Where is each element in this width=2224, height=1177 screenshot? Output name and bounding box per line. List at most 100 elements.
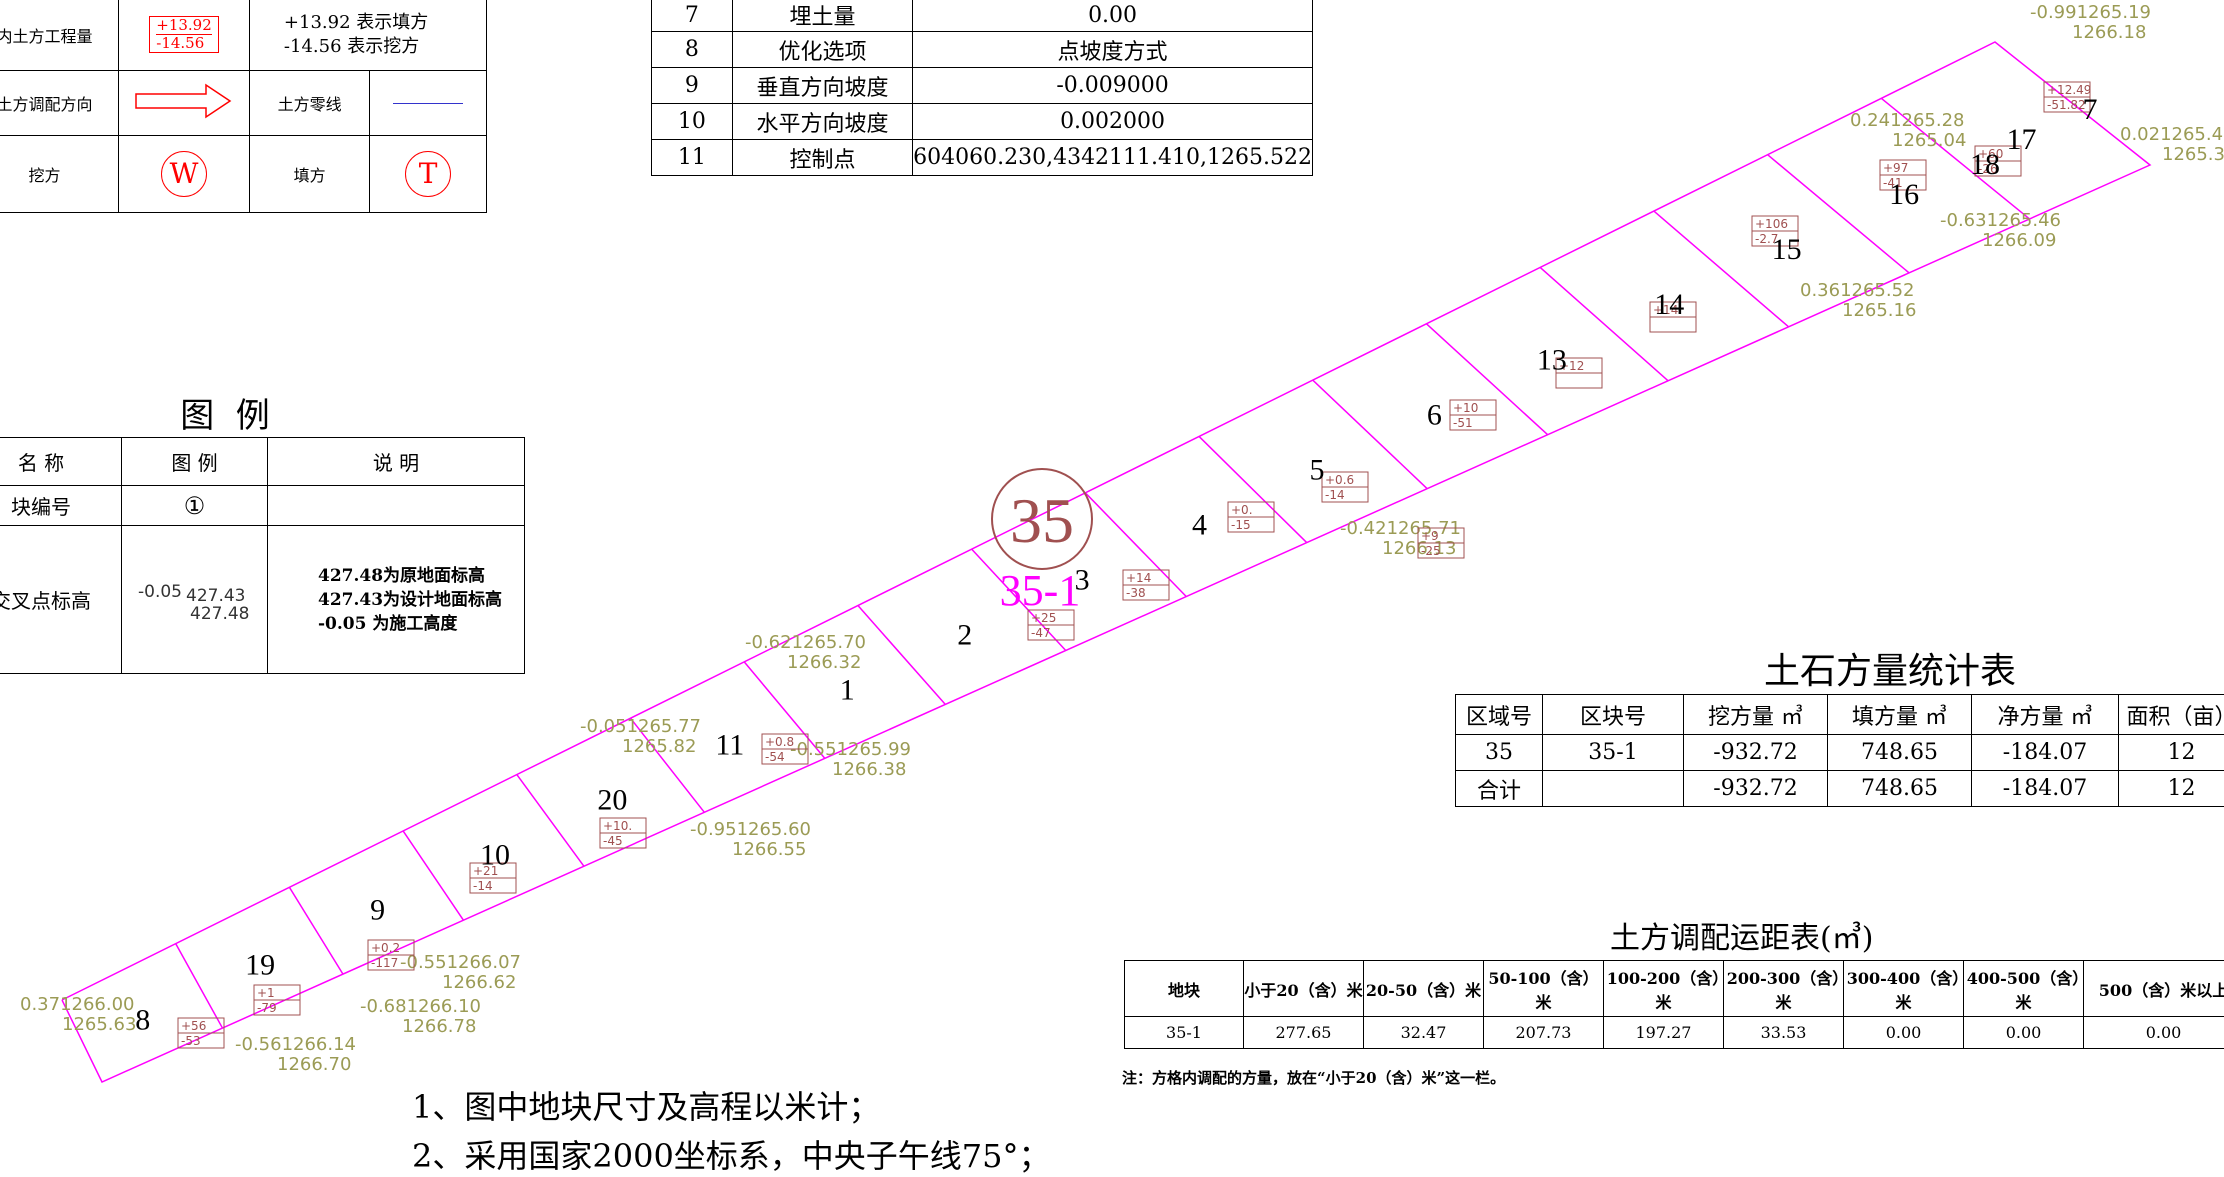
haul-cell: 277.65 [1244, 1017, 1364, 1049]
stats-cell: -932.72 [1684, 771, 1828, 807]
fill-quantity: +56 [181, 1019, 206, 1033]
cell-number: 18 [1970, 148, 2000, 181]
fill-quantity: +14 [1126, 571, 1151, 585]
stats-title: 土石方量统计表 [1764, 642, 2016, 694]
cut-quantity: -47 [1031, 626, 1051, 640]
stats-cell: 12 [2119, 771, 2224, 807]
fill-quantity: +0.2 [371, 941, 400, 955]
stats-table: 区域号 区块号 挖方量 ㎥ 填方量 ㎥ 净方量 ㎥ 面积（亩） 35 35-1 … [1455, 694, 2224, 807]
design-elevation: 1266.09 [1982, 230, 2056, 251]
stats-header: 区域号 [1456, 695, 1543, 735]
construction-height: -0.631265.46 [1940, 210, 2061, 231]
cell-quantity-box: +10-51 [1450, 400, 1496, 430]
haul-header: 200-300（含）米 [1724, 961, 1844, 1017]
cell-number: 14 [1654, 288, 1684, 321]
note-line-2: 2、采用国家2000坐标系，中央子午线75°； [412, 1131, 1051, 1177]
design-elevation: 1266.62 [442, 972, 516, 993]
haul-header: 400-500（含）米 [1964, 961, 2084, 1017]
haul-header: 100-200（含）米 [1604, 961, 1724, 1017]
cell-quantity-box: +10.-45 [600, 818, 646, 848]
stats-header: 挖方量 ㎥ [1684, 695, 1828, 735]
cell-number: 13 [1537, 343, 1567, 376]
grid-divider [176, 944, 223, 1028]
design-elevation: 1265.38 [2162, 144, 2224, 165]
stats-header: 净方量 ㎥ [1972, 695, 2119, 735]
design-elevation: 1266.13 [1382, 538, 1456, 559]
cut-quantity: -51.82 [2047, 98, 2086, 112]
cut-quantity: -38 [1126, 586, 1146, 600]
design-elevation: 1266.70 [277, 1054, 351, 1075]
design-elevation: 1266.18 [2072, 22, 2146, 43]
construction-height: -0.991265.19 [2030, 2, 2151, 23]
grid-divider [517, 775, 584, 867]
haul-header: 500（含）米以上 [2084, 961, 2224, 1017]
grid-divider [1426, 324, 1547, 435]
cell-number: 16 [1889, 178, 1919, 211]
stats-header: 面积（亩） [2119, 695, 2224, 735]
design-elevation: 1265.16 [1842, 300, 1916, 321]
construction-height: 0.241265.28 [1850, 110, 1965, 131]
haul-cell: 197.27 [1604, 1017, 1724, 1049]
stats-cell: 合计 [1456, 771, 1543, 807]
cut-quantity: -54 [765, 750, 785, 764]
fill-quantity: +97 [1883, 161, 1908, 175]
cell-number: 1 [840, 673, 855, 706]
design-elevation: 1266.78 [402, 1016, 476, 1037]
haul-header: 300-400（含）米 [1844, 961, 1964, 1017]
construction-height: 0.021265.40 [2120, 124, 2224, 145]
cell-number: 11 [715, 728, 744, 761]
cut-quantity: -79 [257, 1001, 277, 1015]
region-marker: 35 35-1 [992, 469, 1092, 615]
cut-quantity: -25 [1421, 544, 1441, 558]
fill-quantity: +0. [1231, 503, 1253, 517]
design-elevation: 1265.04 [1892, 130, 1966, 151]
cut-quantity: -14 [473, 879, 493, 893]
cell-quantity-box: +56-53 [178, 1018, 224, 1048]
cell-number: 19 [245, 949, 275, 982]
cell-number: 2 [957, 618, 972, 651]
haul-cell: 32.47 [1364, 1017, 1484, 1049]
stats-cell: 748.65 [1828, 735, 1972, 771]
cell-number: 6 [1427, 398, 1442, 431]
construction-height: -0.551266.07 [400, 952, 521, 973]
stats-cell: -184.07 [1972, 735, 2119, 771]
stats-cell: 12 [2119, 735, 2224, 771]
cell-number: 7 [2083, 93, 2098, 126]
haul-table: 地块 小于20（含）米 20-50（含）米 50-100（含）米 100-200… [1124, 960, 2224, 1049]
grid-divider [289, 887, 343, 974]
cell-quantity-box: +0.6-14 [1322, 472, 1368, 502]
haul-header: 50-100（含）米 [1484, 961, 1604, 1017]
cell-number: 15 [1772, 233, 1802, 266]
cell-quantity-box: +1-79 [254, 985, 300, 1015]
design-elevation: 1265.63 [62, 1014, 136, 1035]
cut-quantity: -15 [1231, 518, 1251, 532]
haul-header: 小于20（含）米 [1244, 961, 1364, 1017]
cut-quantity: -14 [1325, 488, 1345, 502]
stats-cell: 35-1 [1543, 735, 1684, 771]
cell-number: 9 [370, 894, 385, 927]
cut-quantity: -117 [371, 956, 398, 970]
design-elevation: 1266.38 [832, 759, 906, 780]
note-line-1: 1、图中地块尺寸及高程以米计； [412, 1082, 880, 1128]
stats-cell: -932.72 [1684, 735, 1828, 771]
fill-quantity: +0.8 [765, 735, 794, 749]
fill-quantity: +10 [1453, 401, 1478, 415]
cell-quantity-box: +0.-15 [1228, 502, 1274, 532]
haul-header: 地块 [1125, 961, 1244, 1017]
stats-cell: -184.07 [1972, 771, 2119, 807]
haul-cell: 0.00 [1964, 1017, 2084, 1049]
fill-quantity: +9 [1421, 529, 1439, 543]
fill-quantity: +106 [1755, 217, 1788, 231]
cut-quantity: -51 [1453, 416, 1473, 430]
